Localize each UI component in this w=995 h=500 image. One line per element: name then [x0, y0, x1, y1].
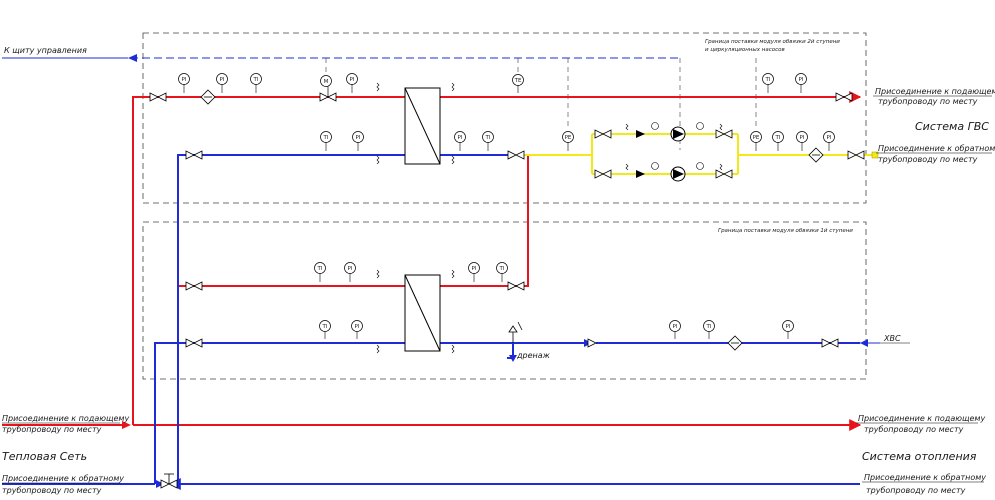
- instrument-pi-3: PI: [346, 73, 358, 93]
- svg-text:PI: PI: [786, 324, 791, 330]
- instrument-pi-5: PI: [352, 131, 364, 151]
- strainers: [200, 89, 824, 351]
- drain-label: дренаж: [516, 351, 551, 360]
- svg-text:TI: TI: [322, 324, 328, 330]
- instrument-te: TE: [512, 74, 524, 93]
- gvs-supply-label-2: трубопроводу по месту: [878, 97, 978, 106]
- module-boundary-stage1: [142, 221, 867, 380]
- instrument-pi-7: PI: [796, 131, 808, 151]
- svg-text:M: M: [324, 79, 329, 85]
- gvs-supply-label-1: Присоединение к подающему: [875, 87, 995, 96]
- hvs-label: ХВС: [883, 334, 901, 343]
- instrument-pe-2: PE: [750, 131, 762, 151]
- left-supply-label-1: Присоединение к подающему: [2, 414, 129, 423]
- right-supply-label-2: трубопроводу по месту: [864, 425, 964, 434]
- svg-text:PE: PE: [565, 135, 572, 141]
- instrument-pi-pump-a: [651, 122, 659, 130]
- instrument-pi-12: PI: [669, 320, 681, 339]
- left-return-label-1: Присоединение к обратному: [2, 474, 124, 483]
- supply-pipes: [2, 91, 862, 431]
- instrument-pi-1: PI: [178, 73, 190, 93]
- svg-text:TI: TI: [765, 77, 771, 83]
- svg-text:PI: PI: [356, 135, 361, 141]
- left-supply-label-2: трубопроводу по месту: [2, 425, 102, 434]
- pressure-taps: [376, 82, 723, 354]
- instrument-pi-4: PI: [795, 73, 807, 93]
- boundary-stage2-label-2: и циркуляционных насосов: [705, 47, 785, 53]
- instrument-pi-11: PI: [351, 320, 363, 339]
- gvs-return-label-2: трубопроводу по месту: [878, 155, 978, 164]
- instrument-pi-8: PI: [823, 131, 835, 151]
- heat-exchanger-stage1: [404, 274, 441, 352]
- control-signal-line: [2, 54, 757, 150]
- gvs-system-title: Система ГВС: [915, 120, 989, 133]
- svg-text:TI: TI: [317, 266, 323, 272]
- instrument-ti-9: TI: [703, 320, 715, 339]
- svg-text:PI: PI: [799, 77, 804, 83]
- instrument-pi-13: PI: [782, 320, 794, 339]
- svg-text:PI: PI: [355, 324, 360, 330]
- svg-text:PI: PI: [220, 77, 225, 83]
- heating-system-title: Система отопления: [862, 450, 977, 463]
- svg-text:PI: PI: [458, 135, 463, 141]
- valves: [149, 92, 865, 489]
- right-return-label-1: Присоединение к обратному: [864, 473, 986, 482]
- svg-text:PI: PI: [673, 324, 678, 330]
- instrument-pi-pump-d: [696, 162, 704, 170]
- heat-network-title: Тепловая Сеть: [2, 450, 87, 463]
- svg-text:PI: PI: [350, 77, 355, 83]
- svg-text:PI: PI: [182, 77, 187, 83]
- svg-text:TE: TE: [514, 78, 522, 84]
- instrument-ti-5: TI: [772, 131, 784, 151]
- svg-text:PI: PI: [472, 266, 477, 272]
- boundary-stage2-label: Граница поставки модуля обвязки 2й ступе…: [705, 39, 840, 45]
- instrument-pe-1: PE: [562, 131, 574, 151]
- instrument-ti-7: TI: [496, 262, 508, 282]
- instrument-pi-pump-c: [651, 162, 659, 170]
- svg-text:TI: TI: [253, 77, 259, 83]
- safety-valve: [508, 321, 523, 343]
- left-return-label-2: трубопроводу по месту: [2, 486, 102, 495]
- instrument-ti-3: TI: [320, 131, 332, 151]
- gvs-return-label-1: Присоединение к обратному: [878, 144, 995, 153]
- svg-text:TI: TI: [775, 135, 781, 141]
- heat-exchanger-stage2: [404, 87, 441, 165]
- instrument-ti-2: TI: [762, 73, 774, 93]
- svg-text:PI: PI: [800, 135, 805, 141]
- svg-text:TI: TI: [323, 135, 329, 141]
- instrument-pi-2: PI: [216, 73, 228, 93]
- svg-text:TI: TI: [706, 324, 712, 330]
- circulation-pump-2: [670, 166, 686, 182]
- svg-text:TI: TI: [499, 266, 505, 272]
- right-return-label-2: трубопроводу по месту: [866, 486, 966, 495]
- check-valves: [587, 130, 645, 348]
- instrument-pi-10: PI: [468, 262, 480, 282]
- module-boundary-stage2: [142, 32, 867, 204]
- boundary-stage1-label: Граница поставки модуля обвязки 1й ступе…: [718, 228, 853, 234]
- svg-text:TI: TI: [485, 135, 491, 141]
- instrument-ti-4: TI: [482, 131, 494, 151]
- circulation-pump-1: [670, 126, 686, 142]
- instrument-m: M: [320, 75, 332, 87]
- svg-text:PI: PI: [348, 266, 353, 272]
- right-supply-label-1: Присоединение к подающему: [858, 414, 985, 423]
- return-pipes: [2, 154, 860, 490]
- instrument-pi-pump-b: [696, 122, 704, 130]
- instrument-ti-6: TI: [314, 262, 326, 282]
- instrument-pi-9: PI: [344, 262, 356, 282]
- instrument-ti-8: TI: [319, 320, 331, 339]
- instrument-ti-1: TI: [250, 73, 262, 93]
- instrument-pi-6: PI: [454, 131, 466, 151]
- svg-text:PI: PI: [827, 135, 832, 141]
- control-panel-label: К щиту управления: [4, 46, 87, 55]
- svg-text:PE: PE: [753, 135, 760, 141]
